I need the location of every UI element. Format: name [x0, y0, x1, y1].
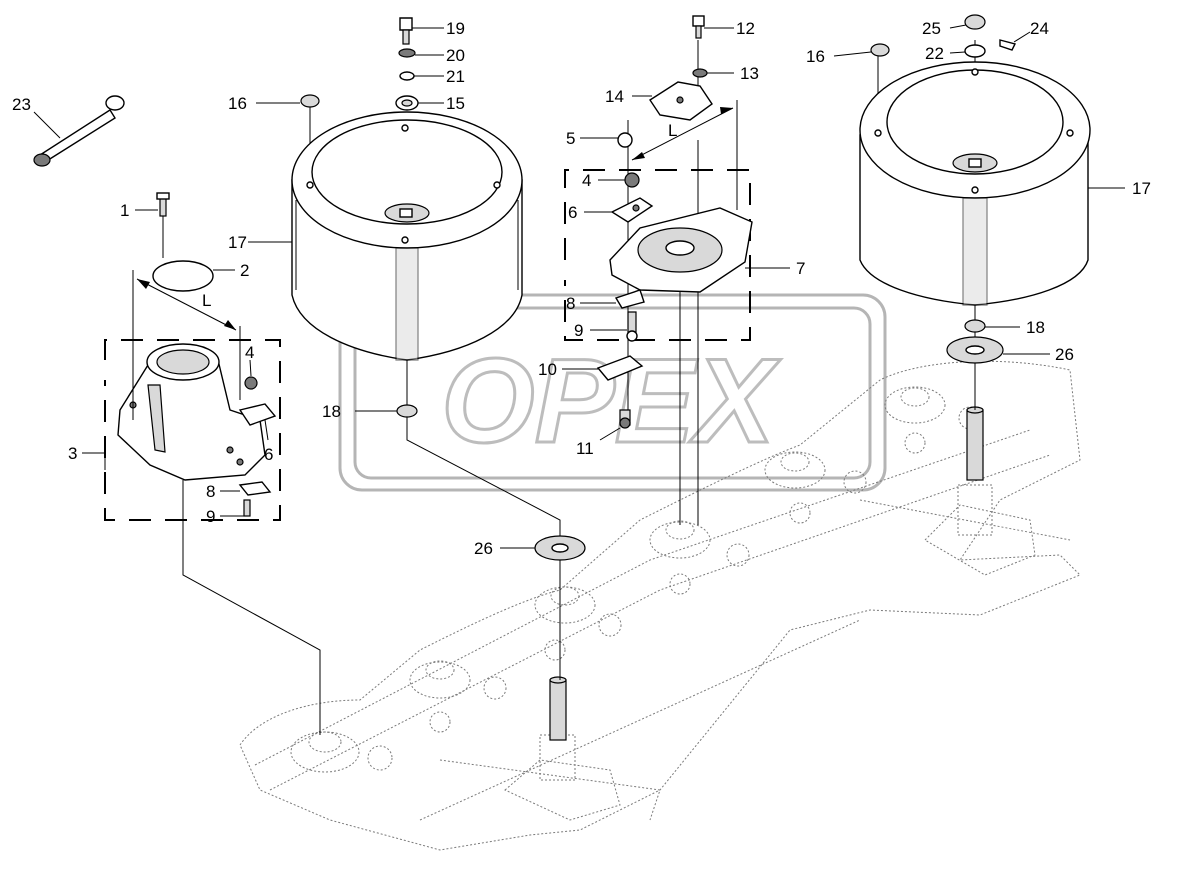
dimension-lines	[132, 100, 738, 420]
label-22: 22	[925, 44, 944, 63]
label-19: 19	[446, 19, 465, 38]
label-15: 15	[446, 94, 465, 113]
label-9-left: 9	[206, 507, 215, 526]
label-18-right: 18	[1026, 318, 1045, 337]
label-18-left: 18	[322, 402, 341, 421]
wrench-tool	[33, 95, 125, 167]
dash-box-center	[564, 169, 751, 341]
opex-watermark: OPEX	[338, 293, 887, 492]
label-23: 23	[12, 95, 31, 114]
cover-cap	[649, 81, 713, 121]
label-8-center: 8	[566, 294, 575, 313]
drive-shafts	[549, 406, 984, 741]
label-3: 3	[68, 444, 77, 463]
drum-left	[291, 111, 523, 361]
label-dim-left: L	[202, 291, 211, 310]
label-5: 5	[566, 129, 575, 148]
callout-labels: 1 2 L 3 4 6 8 9 17 16 23 18 19 20 21 15 …	[12, 19, 1151, 558]
label-21: 21	[446, 67, 465, 86]
dash-box-left	[104, 339, 281, 521]
label-16-left: 16	[228, 94, 247, 113]
watermark-text: OPEX	[441, 334, 781, 468]
label-26-right: 26	[1055, 345, 1074, 364]
label-11: 11	[576, 439, 594, 458]
label-17-right: 17	[1132, 179, 1151, 198]
label-13: 13	[740, 64, 759, 83]
label-17-left: 17	[228, 233, 247, 252]
label-16-right: 16	[806, 47, 825, 66]
label-8-left: 8	[206, 482, 215, 501]
label-26-center: 26	[474, 539, 493, 558]
label-4-center: 4	[582, 171, 591, 190]
label-9-center: 9	[574, 321, 583, 340]
label-7: 7	[796, 259, 805, 278]
cone-housing	[117, 343, 266, 481]
label-2: 2	[240, 261, 249, 280]
label-6-center: 6	[568, 203, 577, 222]
label-20: 20	[446, 46, 465, 65]
label-24: 24	[1030, 19, 1049, 38]
label-10: 10	[538, 360, 557, 379]
cutter-bar	[239, 360, 1081, 851]
label-14: 14	[605, 87, 624, 106]
label-4-left: 4	[245, 343, 254, 362]
label-25: 25	[922, 19, 941, 38]
label-1: 1	[120, 201, 129, 220]
label-6-left: 6	[264, 445, 273, 464]
label-12: 12	[736, 19, 755, 38]
drum-right	[859, 61, 1091, 306]
hardware	[152, 14, 1017, 561]
label-dim-right: L	[668, 121, 677, 140]
disc-blade	[596, 132, 753, 429]
leader-lines	[33, 24, 1125, 549]
